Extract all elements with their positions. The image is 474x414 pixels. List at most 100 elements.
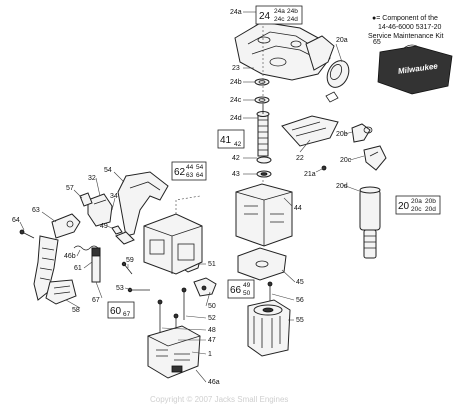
svg-text:67: 67	[123, 311, 131, 318]
label-20b: 20b	[336, 131, 348, 138]
part-22-baffle	[281, 115, 339, 147]
label-48: 48	[208, 327, 216, 334]
part-44-motor-housing	[235, 183, 293, 247]
part-24c-washer	[254, 96, 270, 104]
part-field-case	[143, 213, 203, 275]
part-23-gear-housing	[234, 21, 335, 81]
part-58-cord-protector	[45, 279, 77, 305]
label-56: 56	[296, 297, 304, 304]
label-22: 22	[296, 155, 304, 162]
svg-text:42: 42	[234, 141, 242, 148]
part-55-fan	[247, 299, 291, 357]
label-43: 43	[232, 171, 240, 178]
svg-text:63: 63	[186, 172, 194, 179]
svg-text:24d: 24d	[287, 16, 298, 23]
svg-text:20b: 20b	[425, 198, 436, 205]
label-20d: 20d	[336, 183, 348, 190]
part-24b-washer	[254, 78, 270, 86]
label-24d: 24d	[230, 115, 242, 122]
label-49: 49	[100, 223, 108, 230]
svg-text:66: 66	[230, 285, 242, 296]
label-32: 32	[88, 175, 96, 182]
svg-text:24c: 24c	[274, 16, 285, 23]
part-20a-ring	[326, 60, 350, 88]
label-23: 23	[232, 65, 240, 72]
label-1: 1	[208, 351, 212, 358]
label-57: 57	[66, 185, 74, 192]
label-44: 44	[294, 205, 302, 212]
label-58: 58	[72, 307, 80, 314]
kit-65-case: Milwaukee	[377, 44, 453, 95]
label-24c: 24c	[230, 97, 242, 104]
label-24a: 24a	[230, 9, 242, 16]
label-65: 65	[373, 39, 381, 46]
label-55: 55	[296, 317, 304, 324]
ref-box-20: 20 20a 20b 20c 20d	[395, 195, 441, 215]
part-41-armature	[256, 104, 270, 157]
part-50-switch	[193, 277, 217, 297]
label-20a: 20a	[336, 37, 348, 44]
part-59-screw	[121, 261, 133, 275]
label-20c: 20c	[340, 157, 352, 164]
label-46b: 46b	[64, 253, 76, 260]
part-52-screw	[181, 287, 187, 320]
svg-text:20a: 20a	[411, 198, 422, 205]
part-46a-end-cap	[147, 325, 201, 379]
part-43-bearing	[256, 170, 272, 178]
label-45: 45	[296, 279, 304, 286]
label-54: 54	[104, 167, 112, 174]
ref-box-66: 66 49 50	[227, 279, 255, 299]
label-47: 47	[208, 337, 216, 344]
label-53: 53	[116, 285, 124, 292]
part-63-handle-cover	[51, 213, 81, 239]
svg-text:62: 62	[174, 167, 186, 178]
part-20d-side-handle	[359, 186, 381, 259]
svg-text:24: 24	[259, 11, 271, 22]
label-63: 63	[32, 207, 40, 214]
part-20b-handle-clamp	[351, 123, 373, 143]
label-46a: 46a	[208, 379, 220, 386]
part-20c-clamp	[363, 145, 387, 171]
label-50: 50	[208, 303, 216, 310]
label-51: 51	[208, 261, 216, 268]
legend-line-1: ●= Component of the	[372, 15, 438, 22]
label-34: 34	[110, 193, 118, 200]
label-67: 67	[92, 297, 100, 304]
svg-text:41: 41	[220, 135, 232, 146]
svg-text:24b: 24b	[287, 8, 298, 15]
label-21a: 21a	[304, 171, 316, 178]
part-61-cord	[33, 235, 59, 301]
part-46b-spring	[73, 245, 99, 251]
ref-box-62: 62 44 54 63 64	[171, 161, 207, 181]
part-57-cord-set	[79, 192, 93, 207]
part-45-brush-plate	[237, 247, 287, 281]
svg-text:44: 44	[186, 164, 194, 171]
svg-text:54: 54	[196, 164, 204, 171]
part-67-brush	[91, 247, 101, 283]
part-34-bracket	[115, 231, 135, 245]
part-54-handle-frame	[117, 171, 169, 237]
label-59: 59	[126, 257, 134, 264]
part-64-screw	[19, 229, 35, 239]
part-clip	[325, 91, 339, 103]
svg-text:49: 49	[243, 282, 251, 289]
ref-box-24: 24 24a 24b 24c 24d	[255, 5, 303, 25]
svg-text:20c: 20c	[411, 206, 422, 213]
svg-text:50: 50	[243, 290, 251, 297]
part-49-clip	[111, 225, 123, 235]
part-32-cover	[87, 193, 113, 227]
ref-box-60: 60 67	[107, 301, 135, 319]
label-61: 61	[74, 265, 82, 272]
svg-text:24a: 24a	[274, 8, 285, 15]
label-52: 52	[208, 315, 216, 322]
part-48-screw	[157, 299, 163, 332]
legend-line-2: 14-46-6000 5317-20	[378, 24, 442, 31]
label-64: 64	[12, 217, 20, 224]
copyright-watermark: Copyright © 2007 Jacks Small Engines	[150, 395, 288, 404]
label-24b: 24b	[230, 79, 242, 86]
svg-text:20d: 20d	[425, 206, 436, 213]
svg-text:20: 20	[398, 201, 410, 212]
legend-line-3: Service Maintenance Kit	[368, 33, 444, 40]
svg-text:64: 64	[196, 172, 204, 179]
